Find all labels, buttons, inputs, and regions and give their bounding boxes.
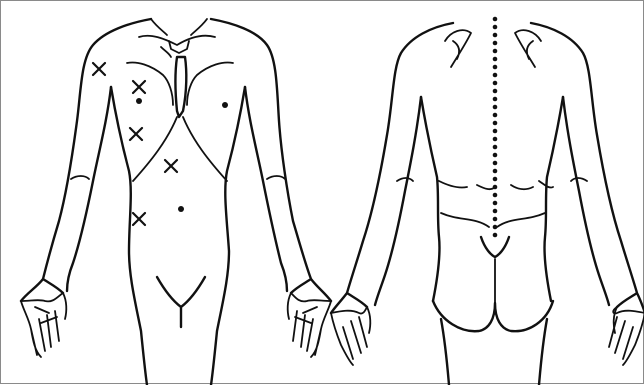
spine-dot — [493, 233, 498, 238]
front-elbow-creases — [71, 176, 285, 179]
front-torso-right — [211, 87, 245, 385]
back-torso-right — [544, 97, 563, 301]
spine-dot — [493, 105, 498, 110]
front-navel — [178, 206, 184, 212]
spine-dot — [493, 25, 498, 30]
front-groin — [157, 277, 205, 327]
back-body-figure — [331, 17, 644, 385]
front-chest-right — [187, 63, 233, 106]
spine-dot — [493, 209, 498, 214]
front-chest-left — [127, 63, 173, 106]
back-left-scapula — [445, 30, 471, 67]
back-left-inner-arm — [375, 97, 421, 305]
back-right-inner-arm — [563, 97, 609, 305]
back-right-scapula — [515, 30, 541, 67]
marker-upper-chest — [133, 81, 145, 93]
spine-dot — [493, 145, 498, 150]
front-collarbones — [139, 19, 215, 45]
front-ribcage — [133, 117, 227, 181]
front-right-hand — [288, 293, 331, 357]
spine-dot — [493, 201, 498, 206]
spine-dot — [493, 113, 498, 118]
front-left-inner-arm — [67, 87, 111, 291]
front-sternum — [176, 57, 187, 117]
spine-dot — [493, 129, 498, 134]
front-body-figure — [21, 19, 331, 385]
back-elbow-creases — [397, 178, 587, 181]
spine-dot — [493, 41, 498, 46]
spine-dot — [493, 81, 498, 86]
back-right-hand — [609, 307, 644, 365]
spine-dot — [493, 49, 498, 54]
front-left-nipple — [136, 98, 142, 104]
marker-shoulder — [93, 63, 105, 75]
spine-dot — [493, 217, 498, 222]
spine-dot — [493, 185, 498, 190]
spine-dot — [493, 161, 498, 166]
marker-lower-chest — [130, 128, 142, 140]
spine-dot — [493, 33, 498, 38]
marker-flank — [133, 213, 145, 225]
back-sacrum — [481, 237, 509, 257]
back-legs — [441, 319, 547, 385]
front-right-inner-arm — [245, 87, 287, 291]
spine-dot — [493, 137, 498, 142]
back-left-hand — [331, 307, 370, 365]
spine-dot — [493, 225, 498, 230]
spine-dot — [493, 177, 498, 182]
back-torso-left — [421, 97, 440, 301]
front-right-nipple — [222, 102, 228, 108]
spine-dot — [493, 169, 498, 174]
back-buttocks — [433, 301, 553, 331]
spine-dot — [493, 73, 498, 78]
front-left-hand — [21, 293, 66, 357]
spine-dot — [493, 65, 498, 70]
spine-dot — [493, 97, 498, 102]
spine-dot — [493, 121, 498, 126]
front-left-hand-lines — [35, 307, 57, 323]
front-left-arm-outline — [21, 19, 151, 301]
spine-dot — [493, 193, 498, 198]
marker-upper-abdomen — [165, 160, 177, 172]
front-right-hand-lines — [295, 307, 317, 323]
spine-dot — [493, 89, 498, 94]
spine-dot — [493, 17, 498, 22]
spine-dot — [493, 153, 498, 158]
spine-dot — [493, 57, 498, 62]
front-torso-left — [111, 87, 147, 385]
spine-dotted-line — [493, 17, 498, 238]
